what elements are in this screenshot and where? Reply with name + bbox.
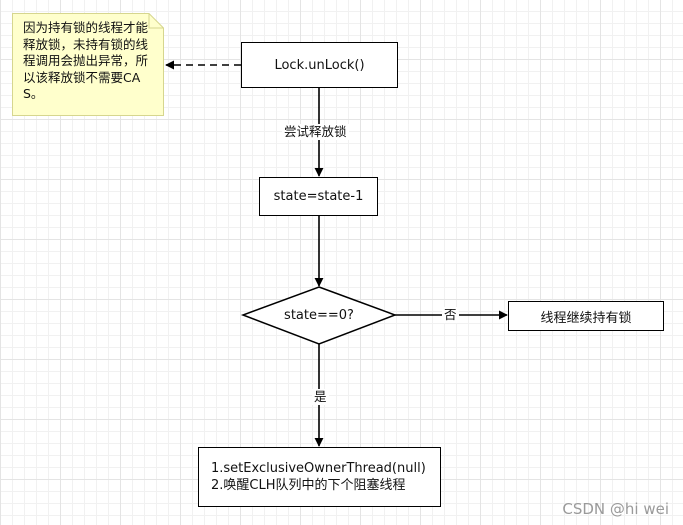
node-keep-holding-label: 线程继续持有锁	[540, 310, 632, 326]
edge-label-no: 否	[442, 307, 459, 323]
note-callout: 因为持有锁的线程才能释放锁，未持有锁的线程调用会抛出异常，所以该释放锁不需要CA…	[12, 13, 164, 116]
decision-diamond-shape	[240, 286, 398, 345]
node-unlock: Lock.unLock()	[241, 42, 398, 88]
node-decrement-label: state=state-1	[273, 189, 364, 204]
edge-label-yes: 是	[312, 389, 329, 405]
note-shape	[12, 13, 164, 116]
edge-label-try-release: 尝试释放锁	[282, 124, 349, 140]
node-keep-holding: 线程继续持有锁	[508, 301, 664, 331]
node-decision-label: state==0?	[284, 307, 354, 323]
node-release-line2: 2.唤醒CLH队列中的下个阻塞线程	[211, 478, 406, 493]
watermark: CSDN @hi wei	[562, 500, 669, 518]
node-decision: state==0?	[243, 287, 395, 343]
node-release: 1.setExclusiveOwnerThread(null) 2.唤醒CLH队…	[198, 447, 441, 507]
node-unlock-label: Lock.unLock()	[274, 57, 365, 73]
node-release-line1: 1.setExclusiveOwnerThread(null)	[211, 461, 426, 476]
node-decrement: state=state-1	[259, 177, 378, 216]
note-text: 因为持有锁的线程才能释放锁，未持有锁的线程调用会抛出异常，所以该释放锁不需要CA…	[23, 20, 149, 101]
